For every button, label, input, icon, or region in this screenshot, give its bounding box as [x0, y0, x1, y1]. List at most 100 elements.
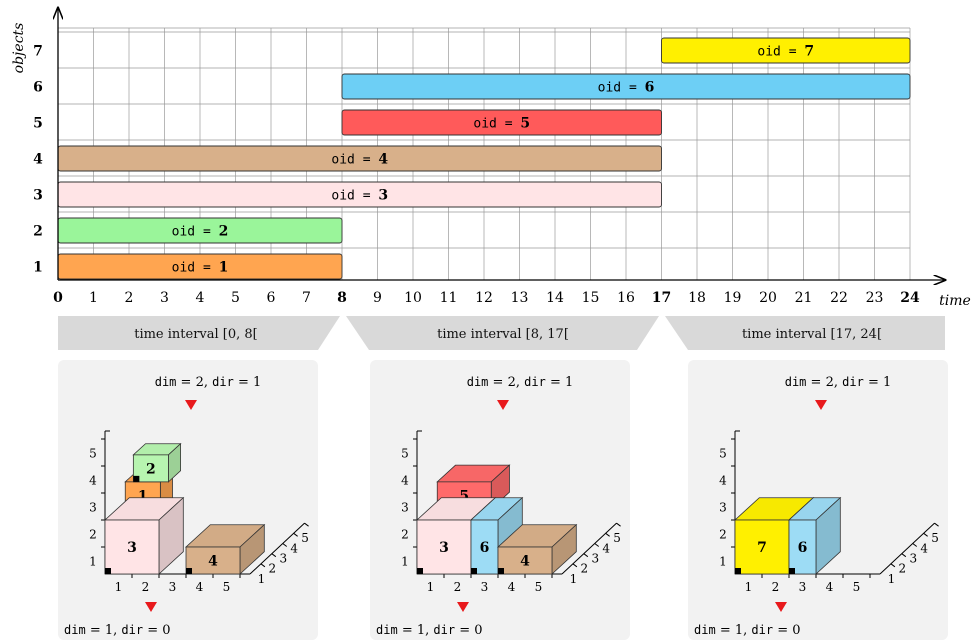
y-tick-5: 5: [719, 447, 727, 461]
x-tick-2: 2: [772, 580, 780, 594]
x-tick-1: 1: [115, 580, 123, 594]
z-tick-mark: [912, 543, 918, 547]
bar-label-prefix: oid =: [331, 189, 378, 204]
x-tick-6: 6: [267, 290, 276, 306]
dir-key: dir: [433, 623, 455, 637]
dim-key: dim: [785, 375, 807, 389]
dim-val: = 2,: [176, 375, 212, 390]
dir-key: dir: [842, 375, 864, 389]
z-tick-mark: [594, 543, 600, 547]
x-tick-16: 16: [617, 290, 635, 306]
dir-val: = 0: [455, 623, 482, 638]
bar-oid-5: [341, 109, 662, 136]
y-tick-5: 5: [89, 447, 97, 461]
box-origin-mark: [133, 475, 140, 482]
box-4: 4: [184, 523, 266, 575]
bar-label-number: 3: [378, 188, 388, 204]
dim-key: dim: [467, 375, 489, 389]
x-tick-24: 24: [900, 290, 920, 306]
z-tick-mark: [605, 532, 610, 537]
x-tick-9: 9: [373, 290, 382, 306]
box-label-1: 1: [138, 488, 148, 504]
bar-label-number: 7: [804, 44, 814, 60]
x-tick-5: 5: [535, 580, 543, 594]
dir-key: dir: [751, 623, 773, 637]
x-tick-8: 8: [337, 290, 347, 306]
dir-val: = 0: [773, 623, 800, 638]
top-red-marker: [815, 400, 827, 410]
bar-label-prefix: oid =: [172, 261, 219, 276]
z-tick-mark: [271, 553, 277, 558]
box-label-3: 3: [439, 540, 449, 556]
top-dim-dir-label: dim = 2, dir = 1: [155, 375, 262, 390]
x-tick-3: 3: [799, 580, 807, 594]
dir-val: = 1: [864, 375, 891, 390]
bottom-red-marker: [775, 602, 787, 612]
box-front-face: [185, 546, 241, 575]
y-tick-3: 3: [719, 501, 727, 515]
x-tick-3: 3: [169, 580, 177, 594]
bar-label-prefix: oid =: [172, 225, 219, 240]
box-origin-mark: [498, 568, 504, 574]
bar-label-prefix: oid =: [473, 117, 520, 132]
y-tick-2: 2: [401, 528, 409, 542]
dir-key: dir: [524, 375, 546, 389]
box-front-face: [788, 519, 817, 575]
y-tick-2: 2: [89, 528, 97, 542]
z-tick-3: 3: [279, 552, 287, 566]
y-tick-1: 1: [89, 555, 97, 569]
bar-label-number: 2: [219, 224, 229, 240]
bottom-dim-dir-label: dim = 1, dir = 0: [376, 623, 483, 638]
box-label-3: 3: [127, 540, 137, 556]
x-tick-0: 0: [53, 290, 63, 306]
y-tick-1: 1: [719, 555, 727, 569]
box-6: 6: [787, 496, 842, 575]
z-tick-3: 3: [909, 552, 917, 566]
x-tick-2: 2: [142, 580, 150, 594]
z-tick-1: 1: [570, 572, 578, 586]
z-tick-mark: [923, 532, 928, 537]
box-origin-mark: [735, 568, 741, 574]
bar-label-number: 4: [378, 152, 388, 168]
bottom-dim-dir-label: dim = 1, dir = 0: [694, 623, 801, 638]
x-tick-5: 5: [231, 290, 240, 306]
x-tick-18: 18: [688, 290, 706, 306]
z-axis-line: [561, 522, 617, 575]
box-label-6: 6: [480, 540, 490, 556]
y-tick-5: 5: [401, 447, 409, 461]
z-tick-2: 2: [581, 562, 589, 576]
bar-label-prefix: oid =: [598, 81, 645, 96]
z-tick-2: 2: [899, 562, 907, 576]
x-tick-21: 21: [795, 290, 813, 306]
box-origin-mark: [417, 568, 423, 574]
z-tick-4: 4: [920, 541, 928, 555]
dir-val: = 1: [546, 375, 573, 390]
y-tick-4: 4: [33, 152, 43, 168]
z-tick-1: 1: [258, 572, 266, 586]
box-label-2: 2: [146, 461, 156, 477]
y-tick-4: 4: [89, 474, 97, 488]
x-tick-5: 5: [853, 580, 861, 594]
x-tick-4: 4: [508, 580, 516, 594]
z-tick-5: 5: [931, 531, 939, 545]
bar-label-oid-7: oid = 7: [757, 44, 814, 60]
y-tick-2: 2: [33, 224, 43, 240]
interval-banner-1: [58, 316, 340, 350]
box-front-face: [734, 519, 790, 575]
z-tick-mark: [260, 563, 266, 568]
x-tick-2: 2: [125, 290, 134, 306]
interval-label-3: time interval [17, 24[: [742, 327, 882, 342]
box-front-face: [416, 519, 472, 575]
z-tick-mark: [572, 563, 578, 568]
dim-val: = 2,: [488, 375, 524, 390]
box-front-face: [104, 519, 160, 575]
top-red-marker: [185, 400, 197, 410]
bar-label-prefix: oid =: [331, 153, 378, 168]
x-tick-23: 23: [866, 290, 884, 306]
z-axis-line: [249, 522, 305, 575]
z-tick-mark: [934, 522, 939, 527]
